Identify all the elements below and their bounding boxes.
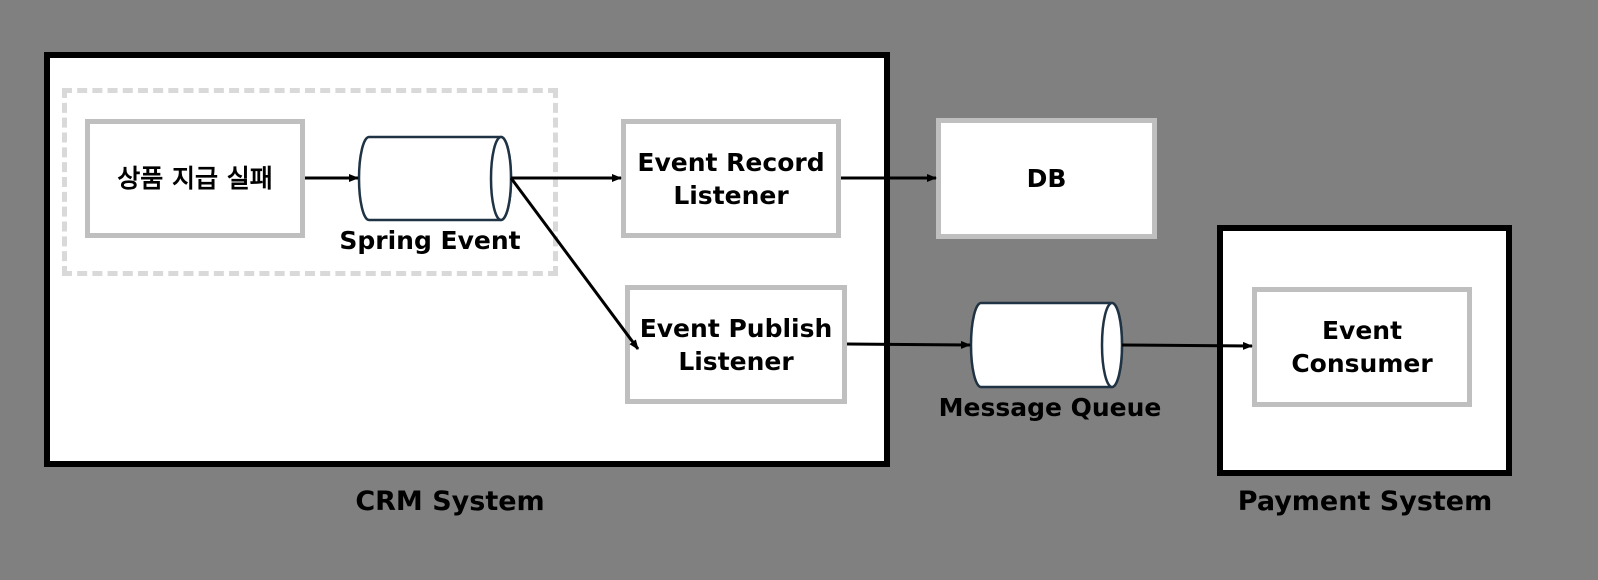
db-label: DB	[1026, 164, 1067, 193]
event-publish-listener-label: Event Publish Listener	[639, 313, 833, 376]
event-source-group	[62, 88, 558, 276]
event-consumer-node[interactable]: Event Consumer	[1252, 287, 1472, 407]
event-consumer-label: Event Consumer	[1291, 316, 1433, 378]
event-record-listener-node[interactable]: Event Record Listener	[621, 119, 841, 238]
event-record-listener-label: Event Record Listener	[637, 147, 825, 210]
crm-system-caption: CRM System	[355, 486, 545, 517]
event-publish-listener-node[interactable]: Event Publish Listener	[625, 285, 847, 404]
db-node[interactable]: DB	[936, 118, 1157, 239]
arrow-publish-listener-to-message-queue	[846, 340, 971, 349]
arrow-message-queue-to-consumer	[1121, 341, 1253, 350]
message-queue-cylinder-icon[interactable]	[969, 301, 1124, 389]
spring-event-label: Spring Event	[339, 226, 521, 255]
payment-system-caption: Payment System	[1237, 486, 1493, 517]
payment-failure-node[interactable]: 상품 지급 실패	[85, 119, 305, 238]
message-queue-label: Message Queue	[938, 393, 1162, 422]
payment-failure-label: 상품 지급 실패	[117, 164, 273, 193]
arrow-spring-event-to-publish-listener	[509, 177, 640, 350]
spring-event-cylinder-icon[interactable]	[357, 135, 513, 222]
